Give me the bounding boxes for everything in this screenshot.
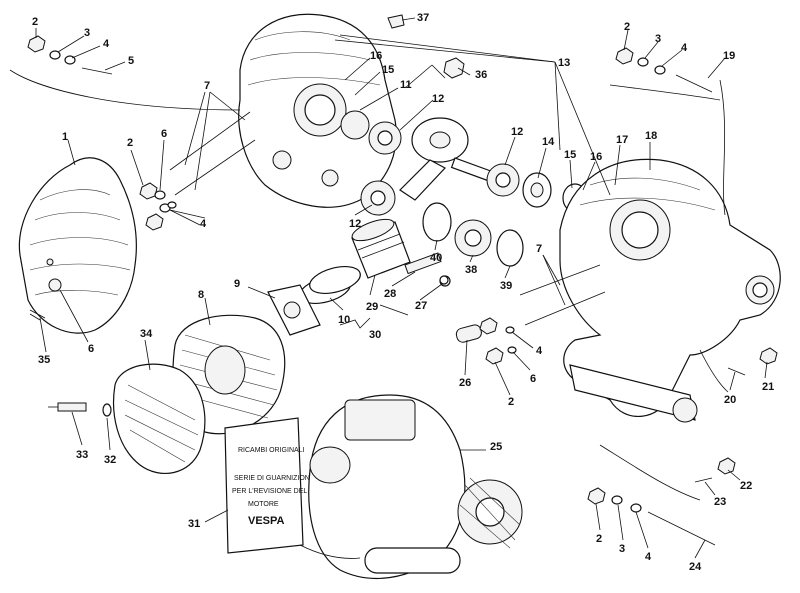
label-4d: 4 (536, 345, 543, 357)
label-7b: 7 (536, 243, 542, 255)
label-4c: 4 (681, 42, 688, 54)
label-2a: 2 (32, 16, 38, 28)
label-2e: 2 (596, 533, 602, 545)
label-22: 22 (740, 480, 752, 492)
label-8: 8 (198, 289, 204, 301)
cylinder-gasket-part (267, 284, 321, 336)
label-2b: 2 (127, 137, 133, 149)
label-3c: 3 (619, 543, 625, 555)
label-12c: 12 (349, 218, 361, 230)
label-11: 11 (400, 79, 412, 91)
label-21: 21 (762, 381, 774, 393)
label-18: 18 (645, 130, 657, 142)
label-12b: 12 (511, 126, 523, 138)
label-6a: 6 (161, 128, 167, 140)
label-15b: 15 (564, 149, 576, 161)
assembled-engine-part (299, 394, 523, 580)
label-30: 30 (369, 329, 381, 341)
part-labels: 2 3 4 5 1 2 6 4 7 11 12 12 13 15 16 36 3… (32, 12, 774, 573)
gasket-pack-line4: MOTORE (248, 501, 279, 508)
label-24: 24 (689, 561, 702, 573)
label-16a: 16 (370, 50, 382, 62)
left-crankcase-part (238, 13, 402, 208)
gasket-pack-line3: PER L'REVISIONE DEL (232, 488, 307, 495)
label-2c: 2 (624, 21, 630, 33)
label-9: 9 (234, 278, 240, 290)
spark-plug-part (48, 402, 112, 417)
label-4b: 4 (200, 218, 207, 230)
label-33: 33 (76, 449, 88, 461)
right-studs-part (519, 264, 606, 326)
label-7a: 7 (204, 80, 210, 92)
label-23: 23 (714, 496, 726, 508)
gasket-pack-part: RICAMBI ORIGINALI SERIE DI GUARNIZIONI P… (224, 417, 312, 554)
label-3b: 3 (655, 33, 661, 45)
label-25: 25 (490, 441, 502, 453)
hardware-parts (27, 14, 778, 546)
label-39: 39 (500, 280, 512, 292)
label-29: 29 (366, 301, 378, 313)
studs-part (169, 111, 256, 196)
label-34: 34 (140, 328, 153, 340)
label-13: 13 (558, 57, 570, 69)
label-32: 32 (104, 454, 116, 466)
label-6c: 6 (530, 373, 536, 385)
label-36: 36 (475, 69, 487, 81)
label-26: 26 (459, 377, 471, 389)
label-38: 38 (465, 264, 477, 276)
cylinder-head-part (112, 363, 206, 474)
fan-cover-part (18, 157, 137, 334)
label-4a: 4 (103, 38, 110, 50)
label-16b: 16 (590, 151, 602, 163)
label-4e: 4 (645, 551, 652, 563)
label-15a: 15 (382, 64, 394, 76)
label-1: 1 (62, 131, 68, 143)
label-5: 5 (128, 55, 134, 67)
gasket-pack-line1: RICAMBI ORIGINALI (238, 447, 305, 454)
label-2d: 2 (508, 396, 514, 408)
crankshaft-part (399, 117, 494, 201)
piston-part (351, 218, 451, 287)
leader-lines (9, 17, 768, 559)
label-40: 40 (430, 252, 442, 264)
right-crankcase-part (559, 158, 781, 423)
label-6b: 6 (88, 343, 94, 355)
gasket-pack-brand: VESPA (248, 515, 285, 527)
label-17: 17 (616, 134, 628, 146)
label-14: 14 (542, 136, 555, 148)
label-28: 28 (384, 288, 396, 300)
label-12a: 12 (432, 93, 444, 105)
label-35: 35 (38, 354, 50, 366)
label-3a: 3 (84, 27, 90, 39)
piston-rings-part (299, 265, 361, 305)
label-19: 19 (723, 50, 735, 62)
label-27: 27 (415, 300, 427, 312)
label-20: 20 (724, 394, 736, 406)
label-31: 31 (188, 518, 200, 530)
label-10: 10 (338, 314, 350, 326)
gasket-pack-line2: SERIE DI GUARNIZIONI (234, 475, 312, 482)
label-37: 37 (417, 12, 429, 24)
